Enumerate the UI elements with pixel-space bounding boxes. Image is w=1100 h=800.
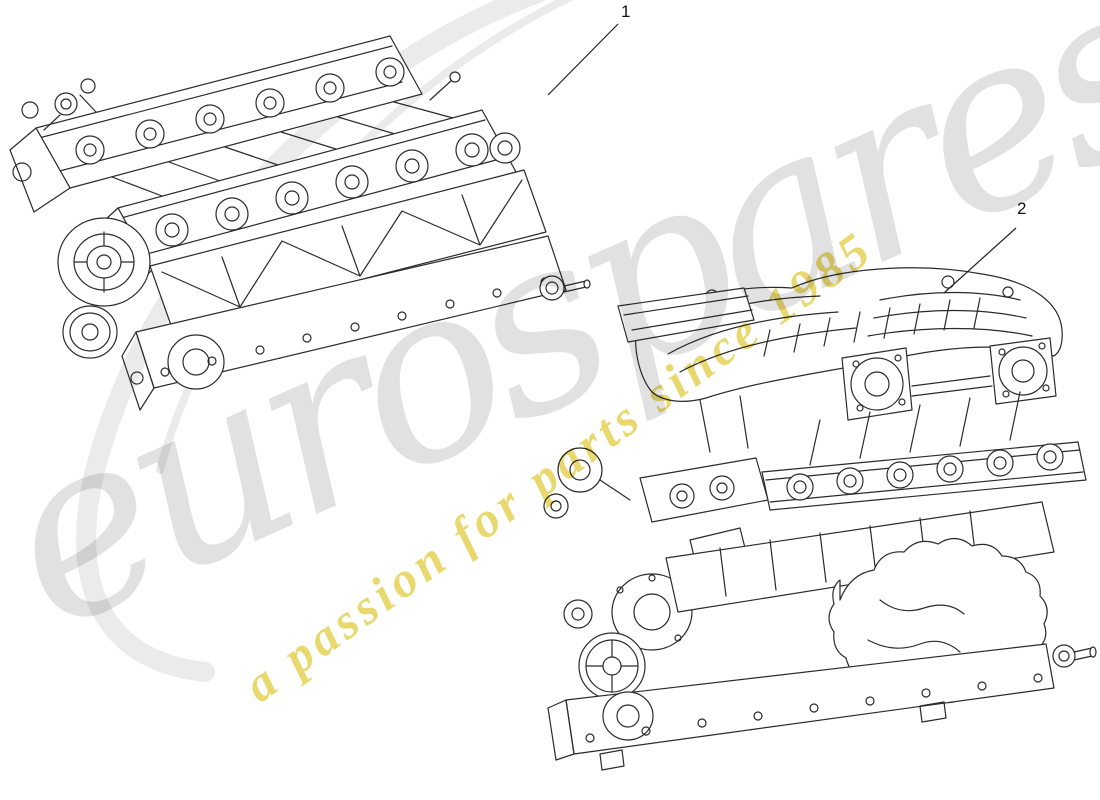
callout-label-1[interactable]: 1 (621, 2, 631, 21)
engine-1-crankcase (121, 235, 567, 411)
callout-label-2[interactable]: 2 (1017, 199, 1027, 218)
engine-1-drawing[interactable] (9, 35, 591, 411)
engine-2-oil-pan (547, 643, 1055, 771)
callout-2-leader-line (943, 227, 1017, 294)
engine-1-output-shaft (539, 275, 591, 301)
engine-1-valley (111, 101, 454, 197)
engine-2-throttle-housings (841, 337, 1057, 421)
engine-1-valve-cover-near (117, 109, 521, 271)
engine-1-pulleys (57, 217, 151, 359)
engine-2-output-shaft (1052, 644, 1097, 668)
engine-1-valve-cover-far (35, 35, 423, 189)
engine-1-block (149, 169, 547, 329)
engine-2-runners (699, 391, 1021, 466)
engine-2-valve-cover-right (761, 441, 1087, 511)
engine-2-valve-cover-left (639, 457, 769, 523)
callout-1-leader-line (547, 23, 619, 96)
engine-2-intake-plenum (617, 267, 1063, 402)
engine-2-drawing[interactable] (543, 267, 1097, 771)
